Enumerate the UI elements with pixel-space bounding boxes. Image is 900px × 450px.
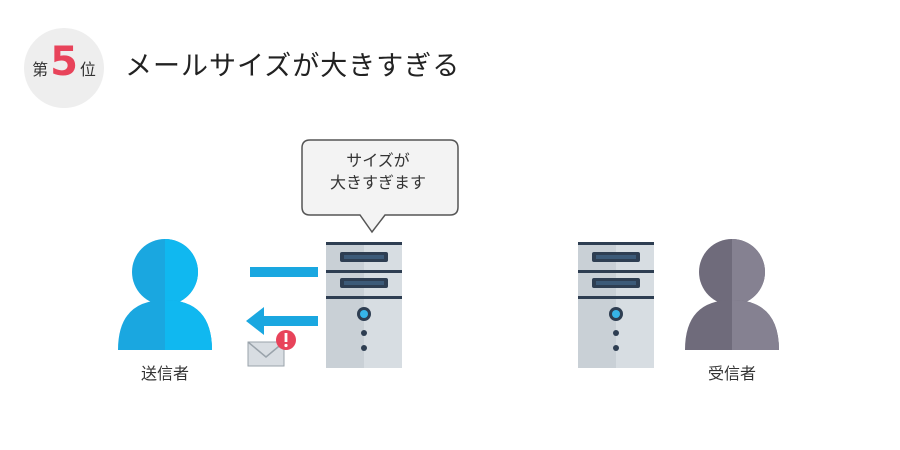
- return-arrow-icon: [246, 307, 318, 335]
- receiver-person-icon: [685, 239, 779, 350]
- rank-number: 5: [50, 39, 78, 85]
- alert-icon: [276, 330, 296, 350]
- outgoing-arrow-icon: [250, 267, 318, 277]
- sending-server-icon: [326, 242, 402, 368]
- rank-badge: 第 5 位: [24, 28, 104, 108]
- bubble-line-2: 大きすぎます: [329, 173, 426, 192]
- rank-prefix: 第: [32, 60, 49, 79]
- receiving-server-icon: [578, 242, 654, 368]
- sender-person-icon: [118, 239, 212, 350]
- rank-suffix: 位: [79, 60, 96, 79]
- speech-bubble-text: サイズが 大きすぎます: [300, 150, 456, 194]
- sender-label: 送信者: [140, 364, 189, 383]
- speech-bubble: [301, 139, 459, 234]
- receiver-label: 受信者: [707, 364, 756, 383]
- page-title: メールサイズが大きすぎる: [125, 51, 461, 82]
- bubble-line-1: サイズが: [346, 151, 410, 170]
